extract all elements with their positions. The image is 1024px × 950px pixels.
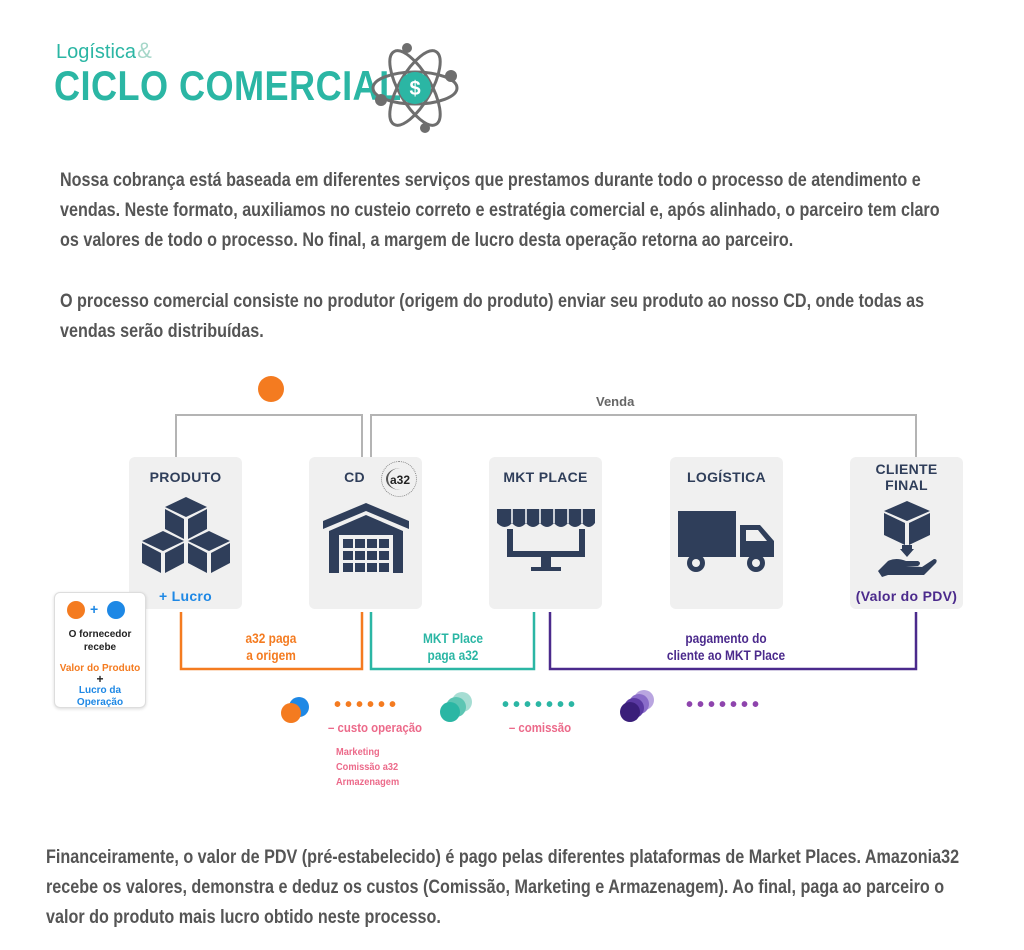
custo-item: Comissão a32	[336, 761, 399, 773]
intro-line: Nossa cobrança está baseada em diferente…	[60, 170, 921, 191]
a32-logo-text: a32	[390, 473, 411, 487]
intro-line: os valores de todo o processo. No final,…	[60, 230, 794, 251]
orange-dots: ••••••	[334, 694, 401, 716]
teal-flow-label: MKT Place paga a32	[391, 630, 514, 664]
purple-flow-line	[548, 612, 918, 671]
orange-flow-line	[179, 612, 364, 671]
custo-items: Marketing Comissão a32 Armazenagem	[336, 745, 399, 790]
warehouse-icon	[323, 503, 409, 573]
card-title: MKT PLACE	[503, 469, 588, 485]
atom-dollar-icon: $	[371, 43, 459, 133]
flow-label-line: pagamento do	[685, 631, 767, 646]
storefront-icon	[497, 509, 595, 571]
boxes-icon	[142, 497, 230, 573]
bubble-lucro-operacao: Lucro da Operação	[76, 685, 124, 708]
bubble-plus: +	[96, 672, 104, 686]
card-logistica: LOGÍSTICA	[670, 457, 783, 609]
intro-paragraph-2: O processo comercial consiste no produto…	[60, 287, 924, 347]
venda-bracket	[370, 414, 917, 457]
comissao-label: – comissão	[508, 720, 572, 735]
card-cliente-final: CLIENTE FINAL (Valor do PDV)	[850, 457, 963, 609]
venda-label: Venda	[596, 394, 635, 409]
orange-coin	[67, 601, 85, 619]
card-mkt-place: MKT PLACE	[489, 457, 602, 609]
card-title: CLIENTE	[875, 461, 938, 477]
custo-item: Armazenagem	[336, 776, 400, 788]
footer-paragraph: Financeiramente, o valor de PDV (pré-est…	[46, 843, 959, 933]
orange-blue-coins-icon	[281, 697, 321, 725]
teal-dots: •••••••	[502, 694, 580, 716]
dollar-symbol: $	[409, 78, 420, 100]
box-in-hand-icon	[878, 501, 937, 577]
custo-operacao-label: – custo operação	[327, 720, 423, 735]
a32-logo-icon: a32	[381, 461, 417, 497]
plus-sign: +	[90, 601, 99, 617]
teal-flow-line	[369, 612, 536, 671]
footer-line: recebe os valores, demonstra e deduz os …	[46, 877, 945, 898]
card-title: CD	[344, 469, 365, 485]
intro-paragraph-1: Nossa cobrança está baseada em diferente…	[60, 166, 940, 256]
flow-label-line: paga a32	[427, 648, 479, 663]
produto-cd-bracket	[175, 414, 363, 457]
fornecedor-callout: + O fornecedor recebe Valor do Produto +…	[54, 592, 146, 708]
intro-line: vendas. Neste formato, auxiliamos no cus…	[60, 200, 940, 221]
intro-line: vendas serão distribuídas.	[60, 321, 264, 342]
intro-line: O processo comercial consiste no produto…	[60, 291, 925, 312]
flow-label-line: a32 paga	[245, 631, 297, 646]
teal-coins-icon	[440, 692, 480, 724]
flow-label-line: cliente ao MKT Place	[666, 648, 786, 663]
card-title: LOGÍSTICA	[687, 469, 766, 485]
orange-coin	[258, 376, 284, 402]
page-title: CICLO COMERCIAL	[54, 62, 402, 109]
card-sub: + Lucro	[158, 588, 213, 604]
footer-line: valor do produto mais lucro obtido neste…	[46, 907, 441, 928]
bubble-valor-produto: Valor do Produto	[59, 663, 141, 674]
purple-coins-icon	[620, 690, 660, 724]
bubble-line: O fornecedor	[68, 629, 132, 640]
flow-label-line: MKT Place	[422, 631, 484, 646]
delivery-truck-icon	[678, 511, 774, 572]
title-logistica: Logística&	[56, 38, 152, 63]
card-title: PRODUTO	[149, 469, 222, 485]
blue-coin	[107, 601, 125, 619]
orange-flow-label: a32 paga a origem	[209, 630, 332, 664]
card-produto: PRODUTO + Lucro	[129, 457, 242, 609]
card-title: FINAL	[885, 477, 928, 493]
footer-line: Financeiramente, o valor de PDV (pré-est…	[46, 847, 960, 868]
card-sub: (Valor do PDV)	[855, 588, 958, 604]
bubble-line: recebe	[83, 642, 117, 653]
custo-item: Marketing	[336, 746, 380, 758]
purple-dots: •••••••	[686, 694, 764, 716]
purple-flow-label: pagamento do cliente ao MKT Place	[647, 630, 805, 664]
card-cd: CD a32	[309, 457, 422, 609]
flow-label-line: a origem	[246, 648, 296, 663]
